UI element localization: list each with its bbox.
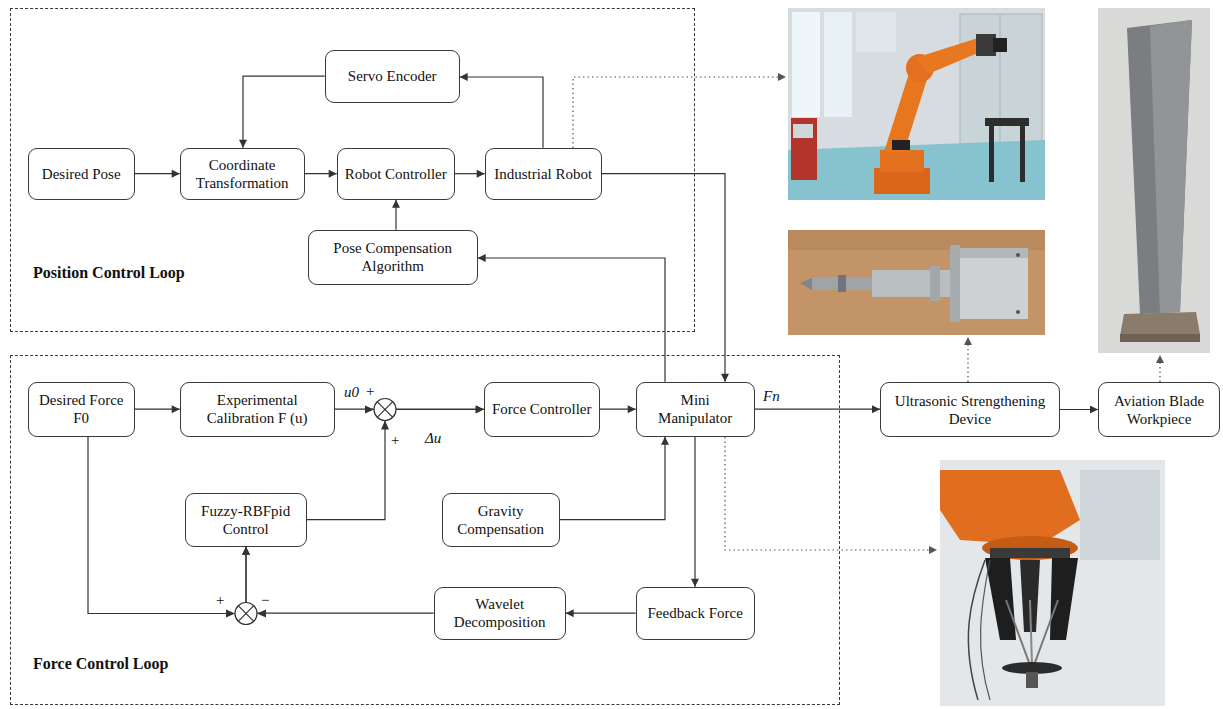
box-label: Ultrasonic Strengthening Device xyxy=(887,392,1053,428)
signal-arrow xyxy=(600,409,636,410)
process-box: Force Controller xyxy=(484,382,600,437)
process-box: Desired Force F0 xyxy=(28,382,135,437)
process-box: Experimental Calibration F (u) xyxy=(180,382,335,437)
box-label: Fuzzy-RBFpid Control xyxy=(192,502,300,538)
process-box: Gravity Compensation xyxy=(442,493,560,547)
process-box: Desired Pose xyxy=(28,148,135,200)
box-label: Pose Compensation Algorithm xyxy=(315,239,471,275)
signal-arrow xyxy=(560,437,665,520)
box-label: Desired Pose xyxy=(42,165,121,183)
box-label: Servo Encoder xyxy=(348,67,437,85)
signal-arrow xyxy=(478,258,665,382)
signal-arrow xyxy=(246,547,434,614)
process-box: Aviation Blade Workpiece xyxy=(1098,382,1220,437)
process-box: Pose Compensation Algorithm xyxy=(308,230,478,285)
box-label: Coordinate Transformation xyxy=(187,156,298,192)
signal-label: Δu xyxy=(425,430,441,447)
signal-label: Fn xyxy=(763,388,780,405)
box-label: Mini Manipulator xyxy=(643,391,748,427)
signal-arrow xyxy=(566,613,636,614)
signal-label: u0 xyxy=(344,384,359,401)
process-box: Industrial Robot xyxy=(485,148,602,200)
signal-arrow xyxy=(305,173,337,174)
sum-junction xyxy=(365,399,396,430)
signal-label: + xyxy=(366,383,374,400)
sum-junction xyxy=(226,603,266,625)
box-label: Desired Force F0 xyxy=(35,391,128,427)
process-box: Feedback Force xyxy=(636,587,755,640)
process-box: Coordinate Transformation xyxy=(180,148,305,200)
process-box: Wavelet Decomposition xyxy=(434,587,566,640)
leader-heads xyxy=(778,73,1164,554)
signal-arrow xyxy=(602,174,725,382)
loop-region: Force Control Loop Desired Force F0 Experi… xyxy=(10,355,840,705)
box-label: Experimental Calibration F (u) xyxy=(187,391,328,427)
signal-label: + xyxy=(391,432,399,449)
box-label: Aviation Blade Workpiece xyxy=(1105,392,1213,428)
box-label: Feedback Force xyxy=(647,604,742,622)
region-title: Position Control Loop xyxy=(33,263,185,282)
process-box: Fuzzy-RBFpid Control xyxy=(185,493,307,547)
signal-arrow xyxy=(694,437,695,587)
device-photo xyxy=(788,230,1045,335)
loop-region: Position Control Loop Servo EncoderDesire… xyxy=(10,8,695,332)
region-title: Force Control Loop xyxy=(33,654,168,673)
signal-arrow xyxy=(1060,409,1098,410)
signal-arrow xyxy=(135,409,180,410)
leader-lines xyxy=(573,77,1160,550)
robot-photo xyxy=(788,8,1045,200)
blade-photo xyxy=(1098,8,1210,353)
process-box: Robot Controller xyxy=(337,148,455,200)
signal-arrow xyxy=(395,200,396,230)
box-label: Industrial Robot xyxy=(494,165,592,183)
box-label: Gravity Compensation xyxy=(449,502,553,538)
process-box: Ultrasonic Strengthening Device xyxy=(880,382,1060,437)
signal-arrow xyxy=(243,76,325,148)
manipulator-photo xyxy=(940,460,1165,706)
process-box: Servo Encoder xyxy=(325,50,460,103)
signal-arrow xyxy=(455,173,485,174)
signal-arrow xyxy=(460,77,543,148)
box-label: Force Controller xyxy=(492,400,592,418)
process-box: Mini Manipulator xyxy=(636,382,755,437)
signal-arrow xyxy=(755,409,880,410)
signal-label: + xyxy=(216,592,224,609)
signal-label: − xyxy=(261,592,269,609)
signal-arrow xyxy=(135,173,180,174)
box-label: Wavelet Decomposition xyxy=(441,595,559,631)
box-label: Robot Controller xyxy=(345,165,447,183)
